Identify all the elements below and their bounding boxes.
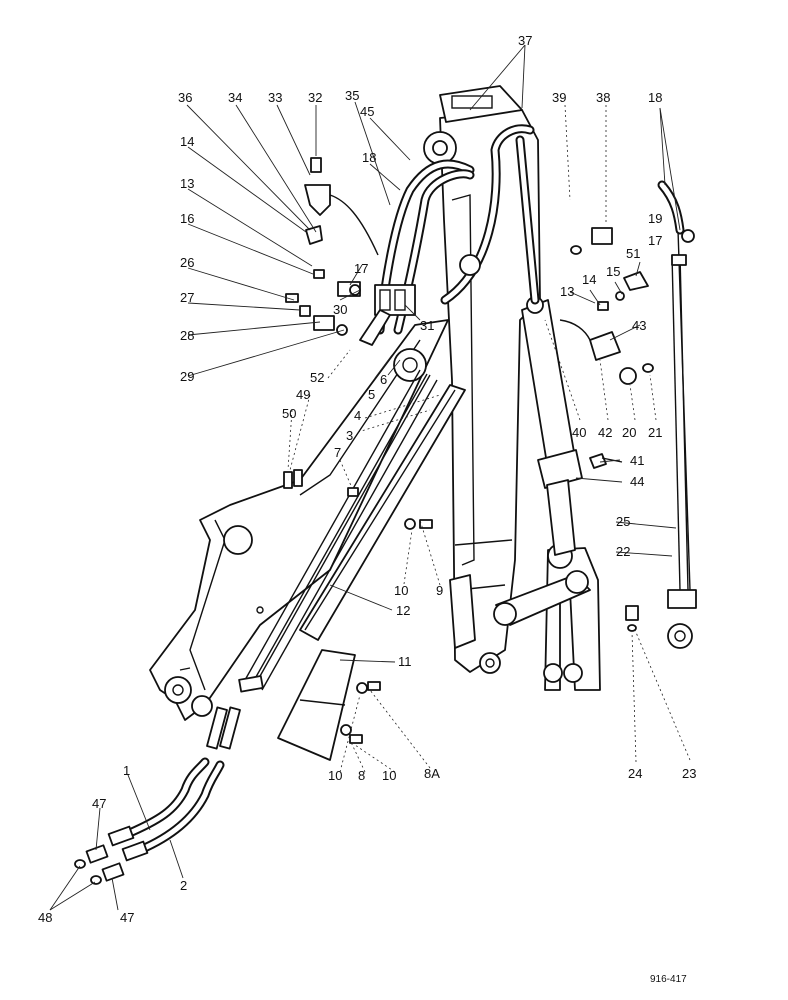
callout-41: 41 bbox=[630, 453, 644, 468]
callout-50: 50 bbox=[282, 406, 296, 421]
callout-8A: 8A bbox=[424, 766, 440, 781]
callout-34: 34 bbox=[228, 90, 242, 105]
feed-hoses bbox=[107, 706, 241, 862]
callout-3: 3 bbox=[346, 428, 353, 443]
callout-13b: 13 bbox=[560, 284, 574, 299]
fittings-left bbox=[285, 269, 361, 336]
cover-plate bbox=[299, 384, 466, 641]
callout-8: 8 bbox=[358, 768, 365, 783]
leader-lines bbox=[49, 44, 691, 911]
callout-23: 23 bbox=[682, 766, 696, 781]
callout-10c: 10 bbox=[382, 768, 396, 783]
callout-49: 49 bbox=[296, 387, 310, 402]
callout-25: 25 bbox=[616, 514, 630, 529]
callout-44: 44 bbox=[630, 474, 644, 489]
callout-45: 45 bbox=[360, 104, 374, 119]
callout-40: 40 bbox=[572, 425, 586, 440]
callout-29: 29 bbox=[180, 369, 194, 384]
clamp-bracket bbox=[304, 157, 379, 256]
boom-hoses bbox=[359, 124, 540, 346]
callout-7: 7 bbox=[334, 445, 341, 460]
hose-clips bbox=[283, 469, 359, 497]
callout-32: 32 bbox=[308, 90, 322, 105]
callout-43: 43 bbox=[632, 318, 646, 333]
callout-42: 42 bbox=[598, 425, 612, 440]
callout-1: 1 bbox=[123, 763, 130, 778]
callout-47b: 47 bbox=[120, 910, 134, 925]
fittings-right bbox=[559, 227, 654, 469]
callout-27: 27 bbox=[180, 290, 194, 305]
bolts-washers bbox=[340, 518, 433, 744]
guard-plate bbox=[277, 649, 356, 761]
callout-24: 24 bbox=[628, 766, 642, 781]
callout-47a: 47 bbox=[92, 796, 106, 811]
boom-pipes bbox=[238, 369, 438, 693]
bucket-links bbox=[493, 543, 601, 691]
callout-10a: 10 bbox=[394, 583, 408, 598]
callout-11: 11 bbox=[398, 654, 412, 669]
callout-14b: 14 bbox=[582, 272, 596, 287]
callout-33: 33 bbox=[268, 90, 282, 105]
callout-37: 37 bbox=[518, 33, 532, 48]
callout-15: 15 bbox=[606, 264, 620, 279]
callout-17b: 17 bbox=[648, 233, 662, 248]
callout-4: 4 bbox=[354, 408, 361, 423]
callout-17a: 17 bbox=[354, 261, 368, 276]
callout-numbers: 37 35 45 18 36 34 33 32 14 13 16 26 27 2… bbox=[38, 33, 696, 925]
callout-26: 26 bbox=[180, 255, 194, 270]
callout-13a: 13 bbox=[180, 176, 194, 191]
callout-21: 21 bbox=[648, 425, 662, 440]
callout-22: 22 bbox=[616, 544, 630, 559]
callout-51: 51 bbox=[626, 246, 640, 261]
callout-28: 28 bbox=[180, 328, 194, 343]
callout-10b: 10 bbox=[328, 768, 342, 783]
callout-48: 48 bbox=[38, 910, 52, 925]
figure-number: 916-417 bbox=[650, 974, 687, 985]
callout-30: 30 bbox=[333, 302, 347, 317]
callout-52: 52 bbox=[310, 370, 324, 385]
callout-18b: 18 bbox=[648, 90, 662, 105]
callout-9: 9 bbox=[436, 583, 443, 598]
callout-16: 16 bbox=[180, 211, 194, 226]
callout-36: 36 bbox=[178, 90, 192, 105]
callout-19: 19 bbox=[648, 211, 662, 226]
callout-14a: 14 bbox=[180, 134, 194, 149]
callout-2: 2 bbox=[180, 878, 187, 893]
callout-39: 39 bbox=[552, 90, 566, 105]
callout-38: 38 bbox=[596, 90, 610, 105]
callout-6: 6 bbox=[380, 372, 387, 387]
callout-31: 31 bbox=[420, 318, 434, 333]
adapters bbox=[74, 844, 125, 885]
callout-18a: 18 bbox=[362, 150, 376, 165]
callout-35: 35 bbox=[345, 88, 359, 103]
callout-5: 5 bbox=[368, 387, 375, 402]
callout-12: 12 bbox=[396, 603, 410, 618]
callout-20: 20 bbox=[622, 425, 636, 440]
